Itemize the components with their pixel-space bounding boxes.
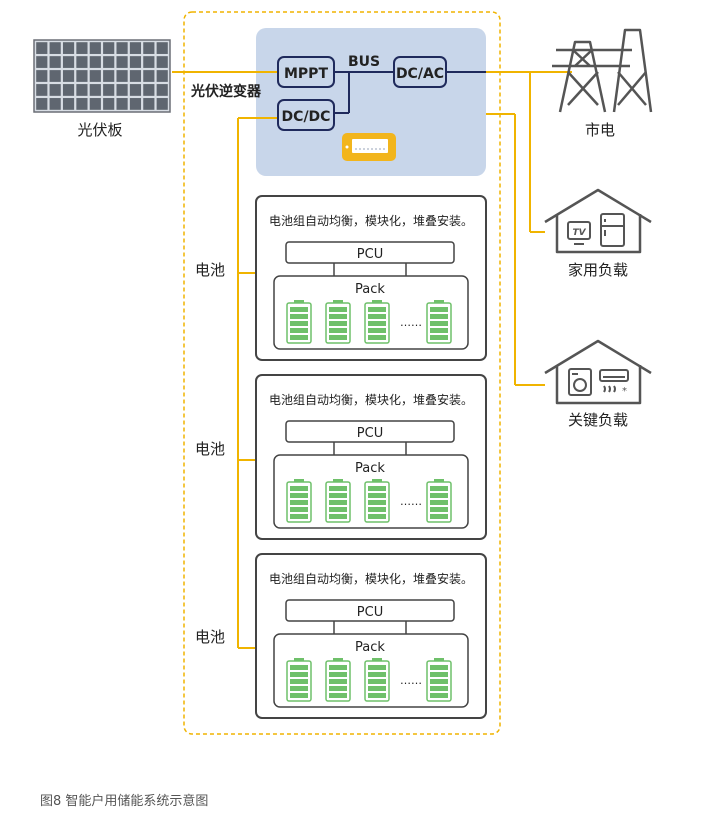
pcu-label: PCU bbox=[357, 426, 383, 441]
cells-ellipsis: …… bbox=[400, 316, 422, 329]
pcu-box bbox=[285, 420, 455, 443]
pcu-label: PCU bbox=[357, 247, 383, 262]
battery-icon bbox=[286, 300, 312, 344]
battery-icon bbox=[426, 300, 452, 344]
air-conditioner-icon: * bbox=[599, 369, 629, 397]
battery-icon bbox=[426, 658, 452, 702]
figure-caption: 图8 智能户用储能系统示意图 bbox=[40, 794, 209, 809]
fridge-icon bbox=[600, 213, 625, 247]
inverter-label: 光伏逆变器 bbox=[190, 83, 262, 100]
svg-text:TV: TV bbox=[572, 228, 586, 238]
cells-ellipsis: …… bbox=[400, 495, 422, 508]
pack-label: Pack bbox=[355, 282, 385, 297]
mppt-label: MPPT bbox=[284, 66, 328, 82]
house-icon bbox=[544, 339, 652, 405]
pv-panel-label: 光伏板 bbox=[77, 121, 122, 139]
system-frame bbox=[183, 11, 501, 735]
display-icon bbox=[342, 133, 396, 161]
pack-label: Pack bbox=[355, 640, 385, 655]
bus-label: BUS bbox=[348, 54, 380, 70]
battery-description: 电池组自动均衡，模块化，堆叠安装。 bbox=[269, 213, 473, 228]
battery-side-label: 电池 bbox=[195, 261, 225, 279]
battery-icon bbox=[364, 658, 390, 702]
battery-icon bbox=[325, 479, 351, 523]
pcu-box bbox=[285, 241, 455, 264]
house-icon bbox=[544, 188, 652, 254]
battery-module: 电池 电池组自动均衡，模块化，堆叠安装。 PCU Pack …… bbox=[195, 553, 487, 719]
battery-icon bbox=[364, 300, 390, 344]
pack-label: Pack bbox=[355, 461, 385, 476]
battery-icon bbox=[325, 300, 351, 344]
power-tower-icon bbox=[552, 28, 653, 113]
dcdc-label: DC/DC bbox=[282, 109, 331, 125]
battery-icon bbox=[426, 479, 452, 523]
pcu-label: PCU bbox=[357, 605, 383, 620]
bus-lines bbox=[334, 71, 486, 114]
battery-side-label: 电池 bbox=[195, 440, 225, 458]
dcdc-block bbox=[277, 99, 335, 131]
battery-side-label: 电池 bbox=[195, 628, 225, 646]
dcac-block bbox=[393, 56, 447, 88]
dcac-label: DC/AC bbox=[396, 66, 444, 82]
connection-lines bbox=[172, 71, 572, 649]
battery-icon bbox=[286, 479, 312, 523]
grid-label: 市电 bbox=[585, 121, 615, 139]
cells-ellipsis: …… bbox=[400, 674, 422, 687]
battery-description: 电池组自动均衡，模块化，堆叠安装。 bbox=[269, 571, 473, 586]
solar-panel-icon bbox=[33, 39, 171, 113]
battery-icon bbox=[364, 479, 390, 523]
battery-description: 电池组自动均衡，模块化，堆叠安装。 bbox=[269, 392, 473, 407]
battery-module: 电池 电池组自动均衡，模块化，堆叠安装。 PCU Pack …… bbox=[195, 195, 487, 361]
battery-module: 电池 电池组自动均衡，模块化，堆叠安装。 PCU Pack …… bbox=[195, 374, 487, 540]
home-load-label: 家用负载 bbox=[568, 261, 628, 279]
mppt-block bbox=[277, 56, 335, 88]
battery-icon bbox=[325, 658, 351, 702]
battery-icon bbox=[286, 658, 312, 702]
washer-icon bbox=[568, 368, 592, 396]
svg-text:*: * bbox=[622, 386, 627, 397]
tv-icon: TV bbox=[567, 221, 591, 245]
critical-load-label: 关键负载 bbox=[568, 411, 628, 429]
pcu-box bbox=[285, 599, 455, 622]
